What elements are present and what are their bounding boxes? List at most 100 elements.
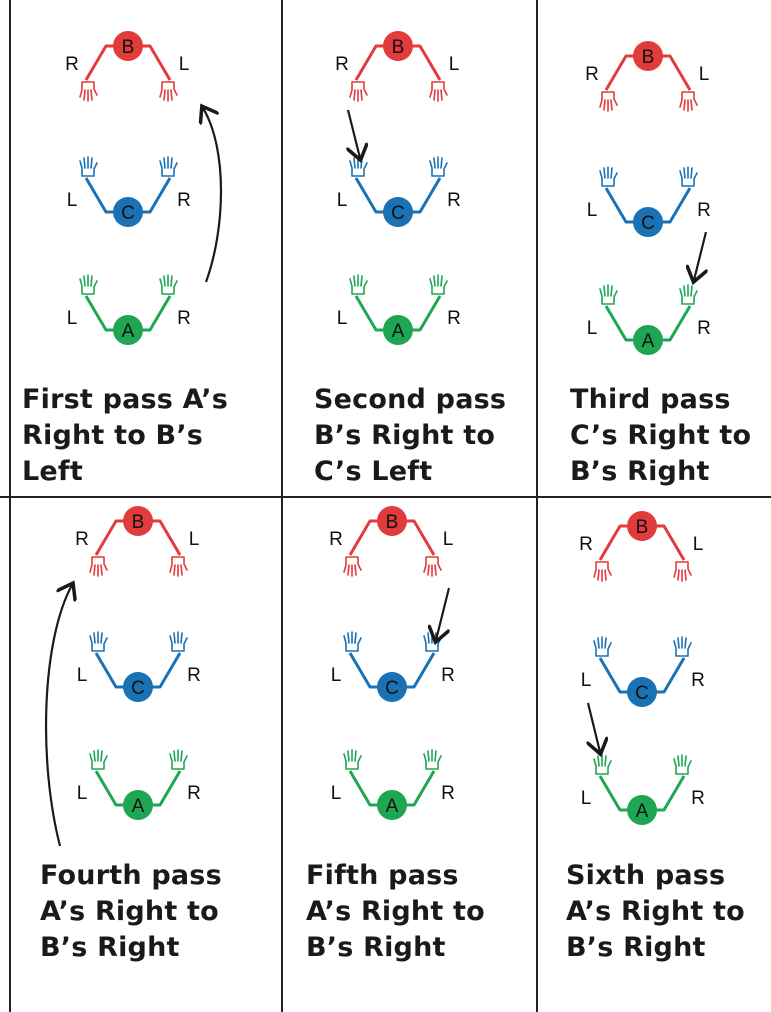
a-left-hand-icon	[599, 284, 618, 305]
a-name: A	[386, 796, 399, 817]
a-hand-label: R	[697, 318, 711, 339]
b-right-hand-icon	[679, 91, 698, 112]
a-name: A	[392, 321, 405, 342]
a-left-hand-icon	[349, 274, 368, 295]
b-left-hand-icon	[599, 91, 618, 112]
b-hand-label: L	[693, 534, 704, 555]
c-body	[627, 677, 657, 707]
b-hand-label: R	[329, 529, 343, 550]
panel-4-caption: Fourth pass A’s Right to B’s Right	[40, 860, 222, 963]
b-hand-label: L	[449, 54, 460, 75]
c-hand-label: L	[587, 200, 598, 221]
c-left-hand-icon	[89, 631, 108, 652]
c-left-hand-icon	[79, 156, 98, 177]
c-body	[377, 672, 407, 702]
panel-1-pass-arrow	[203, 108, 223, 283]
b-hand-label: L	[443, 529, 454, 550]
a-right-hand-icon	[679, 284, 698, 305]
b-right-hand-icon	[673, 561, 692, 582]
a-hand-label: L	[337, 308, 348, 329]
c-hand-label: R	[441, 665, 455, 686]
b-name: B	[122, 37, 135, 58]
c-hand-label: R	[447, 190, 461, 211]
c-left-hand-icon	[599, 166, 618, 187]
b-left-hand-icon	[349, 81, 368, 102]
c-name: C	[131, 678, 145, 699]
c-hand-label: L	[77, 665, 88, 686]
c-left-hand-icon	[343, 631, 362, 652]
b-left-hand-icon	[343, 556, 362, 577]
c-hand-label: L	[581, 670, 592, 691]
b-hand-label: R	[335, 54, 349, 75]
a-hand-label: L	[587, 318, 598, 339]
a-body	[383, 315, 413, 345]
b-hand-label: R	[75, 529, 89, 550]
c-left-hand-icon	[349, 156, 368, 177]
b-body	[383, 31, 413, 61]
a-right-hand-icon	[423, 749, 442, 770]
panel-5-caption: Fifth pass A’s Right to B’s Right	[306, 860, 485, 963]
b-name: B	[386, 512, 399, 533]
c-hand-label: R	[187, 665, 201, 686]
c-name: C	[385, 678, 399, 699]
a-right-hand-icon	[673, 754, 692, 775]
b-hand-label: R	[579, 534, 593, 555]
c-name: C	[391, 203, 405, 224]
b-name: B	[636, 517, 649, 538]
b-body	[627, 511, 657, 541]
a-name: A	[642, 331, 655, 352]
a-left-hand-icon	[593, 754, 612, 775]
b-left-hand-icon	[593, 561, 612, 582]
a-body	[377, 790, 407, 820]
panel-6-pass-arrow	[588, 702, 600, 752]
a-body	[627, 795, 657, 825]
b-right-hand-icon	[429, 81, 448, 102]
b-hand-label: L	[179, 54, 190, 75]
c-right-hand-icon	[423, 631, 442, 652]
a-right-hand-icon	[429, 274, 448, 295]
b-body	[377, 506, 407, 536]
c-name: C	[641, 213, 655, 234]
a-hand-label: L	[67, 308, 78, 329]
c-hand-label: L	[337, 190, 348, 211]
c-right-hand-icon	[429, 156, 448, 177]
c-body	[383, 197, 413, 227]
a-hand-label: R	[187, 783, 201, 804]
panel-4-pass-arrow	[44, 585, 72, 847]
b-name: B	[132, 512, 145, 533]
a-hand-label: R	[447, 308, 461, 329]
a-hand-label: L	[331, 783, 342, 804]
c-hand-label: L	[67, 190, 78, 211]
a-left-hand-icon	[79, 274, 98, 295]
panel-3-caption: Third pass C’s Right to B’s Right	[570, 384, 752, 487]
panel-1-caption: First pass A’s Right to B’s Left	[22, 384, 229, 487]
a-hand-label: R	[177, 308, 191, 329]
c-right-hand-icon	[169, 631, 188, 652]
c-name: C	[121, 203, 135, 224]
panel-2-caption: Second pass B’s Right to C’s Left	[314, 384, 507, 487]
b-right-hand-icon	[169, 556, 188, 577]
c-right-hand-icon	[159, 156, 178, 177]
b-hand-label: L	[699, 64, 710, 85]
b-left-hand-icon	[89, 556, 108, 577]
b-body	[123, 506, 153, 536]
a-name: A	[122, 321, 135, 342]
b-body	[113, 31, 143, 61]
